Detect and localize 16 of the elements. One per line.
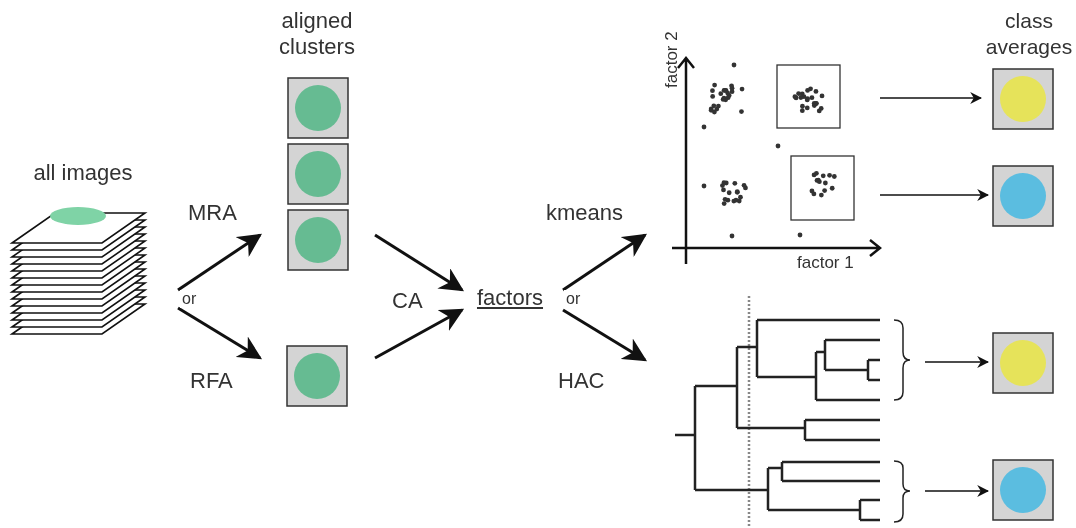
arrow [562,308,648,362]
node-label: factors [476,285,544,311]
arrow [879,92,983,104]
arrow [374,233,465,292]
arrow [924,485,990,497]
heading: class averages [984,8,1074,60]
arrow [177,306,263,360]
arrow [562,233,647,292]
arrow [374,308,465,360]
axis-label: factor 2 [662,30,682,90]
arrow [177,233,262,292]
arrow [924,356,990,368]
connector-word: or [180,290,199,308]
heading: all images [32,160,134,186]
heading: aligned clusters [278,8,356,60]
arrow [879,189,990,201]
